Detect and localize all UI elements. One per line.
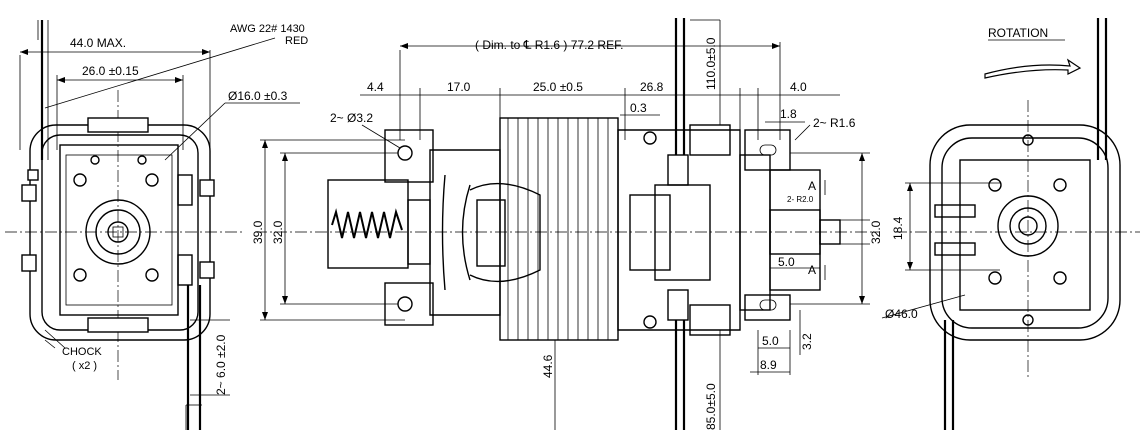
dim-0-3-label: 0.3 [630,101,647,115]
dia-46-label: Ø46.0 [885,307,918,321]
lead-spacing-label: 2~ 6.0 ±2.0 [214,334,228,395]
left-end-view: 44.0 MAX. 26.0 ±0.15 Ø16.0 ±0.3 AWG 22# … [5,20,308,430]
bearing-dia-label: Ø16.0 ±0.3 [228,89,288,103]
dim-4-4-label: 4.4 [367,80,384,94]
height-39-label: 39.0 [251,220,265,244]
dim-5-0-b-label: 5.0 [762,334,779,348]
right-end-view: ROTATION 18.4 Ø46.0 [881,18,1140,430]
dim-3-2-label: 3.2 [800,333,814,350]
lead-bottom-label: 85.0±5.0 [704,383,718,430]
height-32-right-label: 32.0 [869,220,883,244]
ref-dim-label: ( Dim. to ℄ R1.6 ) 77.2 REF. [475,38,623,52]
slot-right-label: 2~ R1.6 [813,116,856,130]
lamination-lines [507,118,609,340]
choke-qty-label: ( x2 ) [72,360,97,372]
dim-44-6-label: 44.6 [541,354,555,378]
dim-1-8-label: 1.8 [780,107,797,121]
dim-25-label: 25.0 ±0.5 [533,80,583,94]
wire-spec-label: AWG 22# 1430 [230,23,305,35]
height-32-left-label: 32.0 [271,220,285,244]
rotation-label: ROTATION [988,26,1048,40]
rotation-arrow-icon [984,58,1082,79]
wire-color-label: RED [285,35,308,47]
dim-26-8-label: 26.8 [640,80,664,94]
width-max-label: 44.0 MAX. [70,36,126,50]
dim-8-9-label: 8.9 [760,358,777,372]
section-a-bottom: A [808,263,816,277]
hole-left-label: 2~ Ø3.2 [330,111,373,125]
width-inner-label: 26.0 ±0.15 [82,64,139,78]
dim-17-label: 17.0 [447,80,471,94]
dim-18-4-label: 18.4 [891,216,905,240]
r2-note-label: 2- R2.0 [787,195,814,204]
dim-4-0-label: 4.0 [790,80,807,94]
side-view: ( Dim. to ℄ R1.6 ) 77.2 REF. 4.4 17.0 25… [251,18,883,430]
dim-5-0-a-label: 5.0 [778,255,795,269]
section-a-top: A [808,179,816,193]
choke-label: CHOCK [62,346,102,358]
lead-top-label: 110.0±5.0 [704,37,718,90]
